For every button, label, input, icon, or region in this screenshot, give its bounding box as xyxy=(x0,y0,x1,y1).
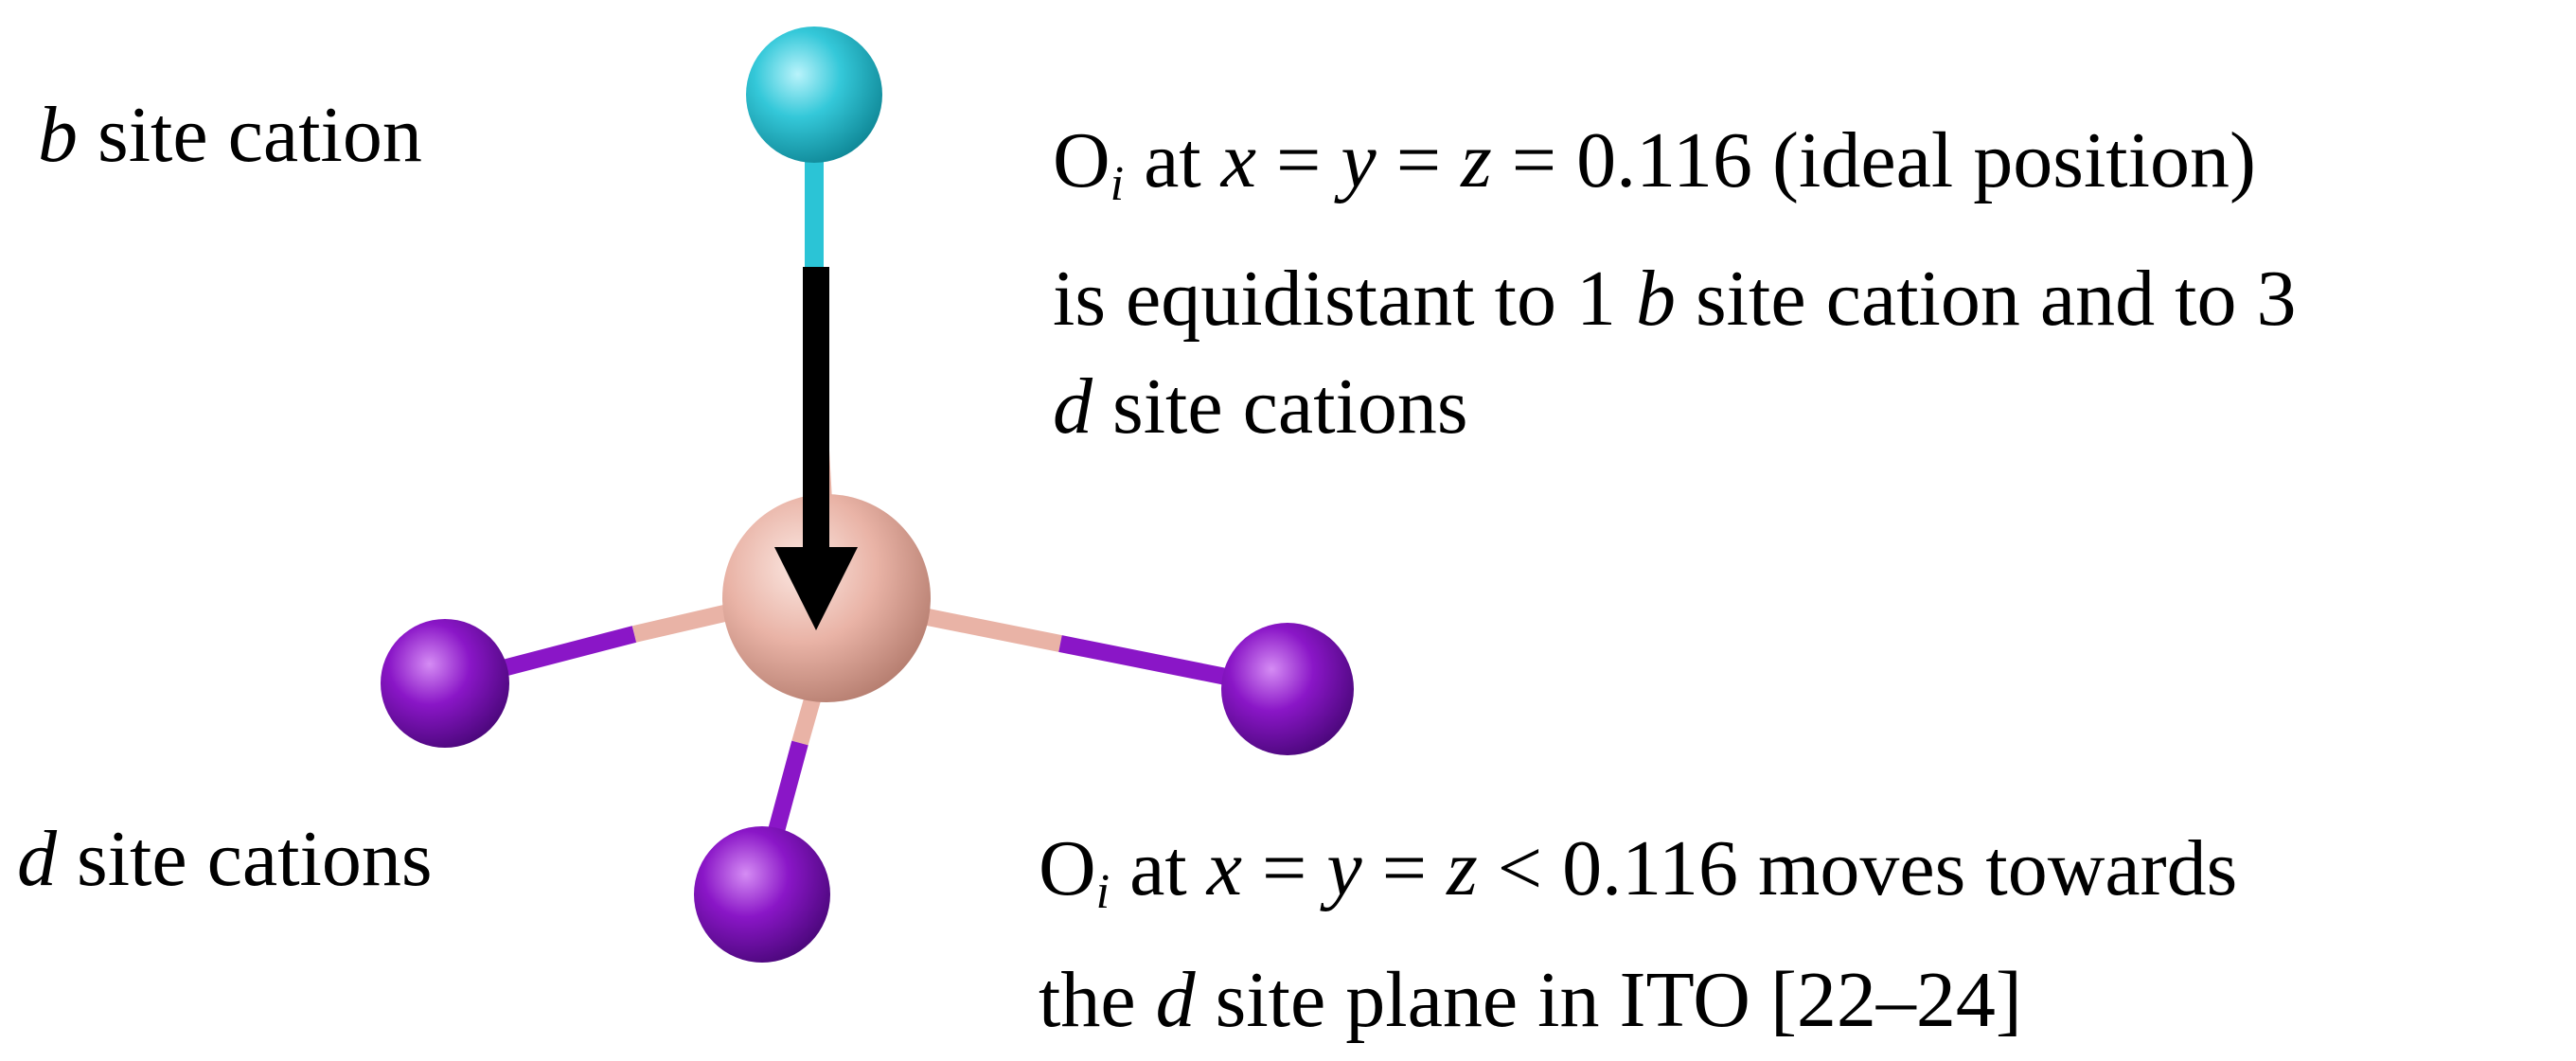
d-site-cations-label: d site cations xyxy=(17,815,433,903)
ideal-note-line-3: d site cations xyxy=(1053,363,1468,451)
ideal-note-line-1: Oi at x = y = z = 0.116 (ideal position) xyxy=(1053,116,2256,211)
displacement-arrow xyxy=(774,267,858,630)
b-site-cation-label: b site cation xyxy=(38,91,422,179)
ito-note-line-1: Oi at x = y = z < 0.116 moves towards xyxy=(1039,824,2238,919)
d-site-cation-atom-right xyxy=(1221,623,1354,755)
d-site-cation-atom-left xyxy=(381,619,509,748)
ito-note-line-2: the d site plane in ITO [22–24] xyxy=(1039,956,2022,1044)
ideal-note-line-2: is equidistant to 1 b site cation and to… xyxy=(1053,255,2297,343)
b-site-cation-atom xyxy=(746,27,882,163)
d-site-cation-atom-bottom xyxy=(694,826,830,963)
